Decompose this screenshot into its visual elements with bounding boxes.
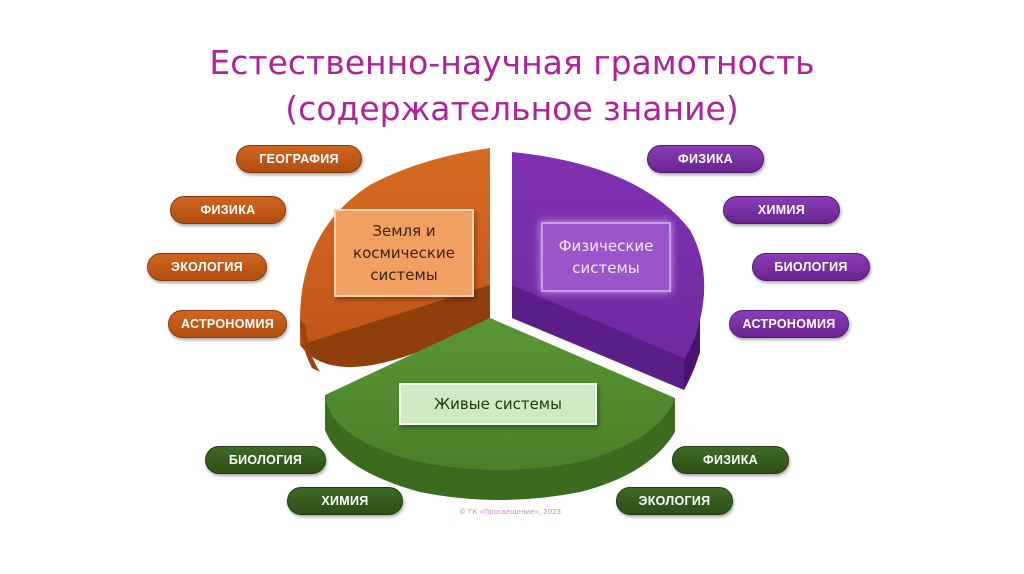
tag-chemistry: ХИМИЯ [723, 196, 840, 224]
tag-geography: ГЕОГРАФИЯ [236, 145, 362, 173]
tag-physics: ФИЗИКА [672, 446, 789, 474]
earth-label-line-1: Земля и [372, 222, 436, 240]
tag-chemistry: ХИМИЯ [287, 487, 403, 515]
tag-ecology: ЭКОЛОГИЯ [147, 253, 267, 281]
tag-physics: ФИЗИКА [170, 196, 286, 224]
earth-label-line-3: системы [370, 266, 438, 284]
tag-astronomy: АСТРОНОМИЯ [729, 310, 849, 338]
segment-label-living: Живые системы [399, 383, 597, 425]
title-line-1: Естественно-научная грамотность [209, 43, 815, 82]
segment-label-earth: Земля и космические системы [334, 209, 474, 297]
page-title: Естественно-научная грамотность (содержа… [0, 40, 1024, 132]
segment-label-physical: Физические системы [541, 222, 671, 292]
copyright-text: © ГК «Просвещение», 2023 [458, 508, 562, 516]
tag-astronomy: АСТРОНОМИЯ [168, 310, 287, 338]
physical-label-line-2: системы [572, 259, 640, 277]
earth-label-line-2: космические [353, 244, 455, 262]
tag-physics: ФИЗИКА [647, 145, 764, 173]
tag-ecology: ЭКОЛОГИЯ [616, 487, 733, 515]
tag-biology: БИОЛОГИЯ [752, 253, 870, 281]
title-line-2: (содержательное знание) [285, 89, 739, 128]
physical-label-line-1: Физические [558, 237, 654, 255]
tag-biology: БИОЛОГИЯ [205, 446, 326, 474]
